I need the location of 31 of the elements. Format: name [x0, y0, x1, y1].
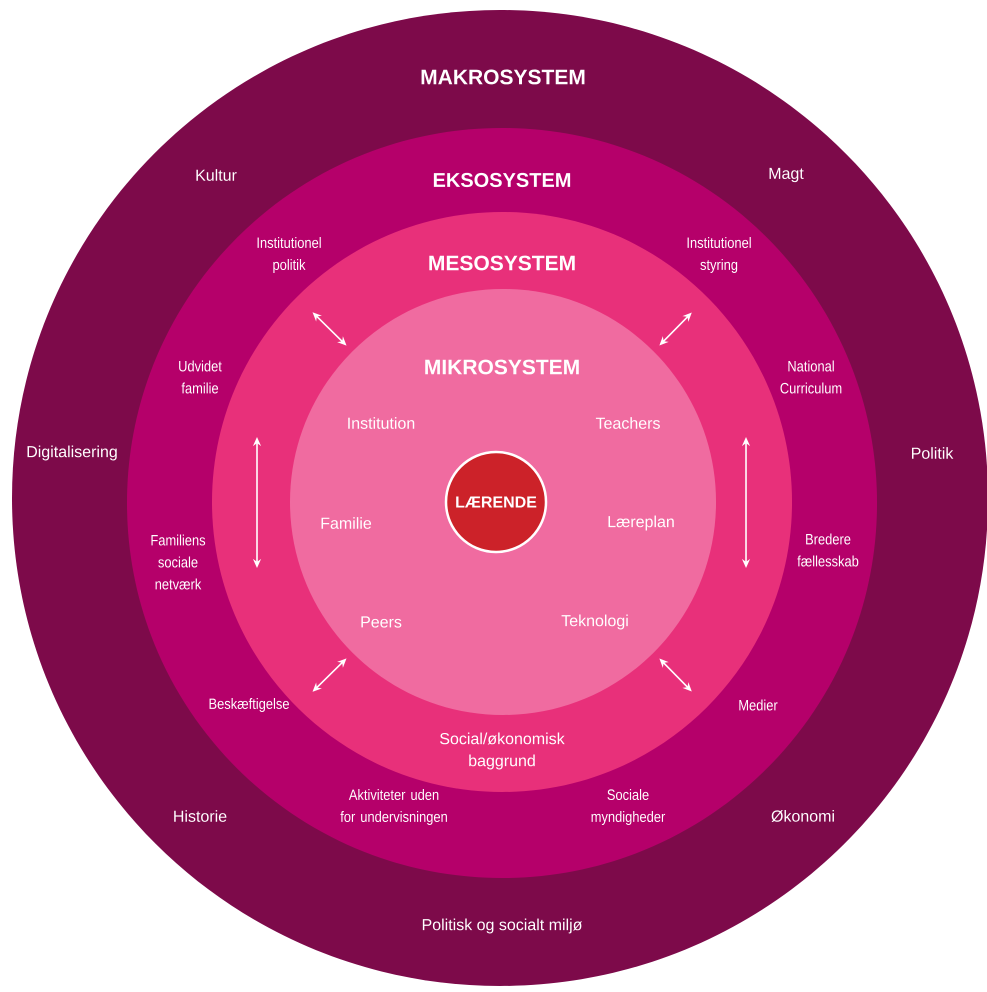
factor-label: Peers: [361, 616, 402, 628]
factor-label: Medier: [739, 700, 778, 710]
factor-label: Teknologi: [562, 614, 628, 630]
factor-label: Udvidet familie: [179, 360, 222, 394]
factor-label: Magt: [770, 168, 804, 182]
system-title: EKSOSYSTEM: [434, 172, 570, 188]
factor-label: Institution: [348, 417, 414, 429]
center-circle: [444, 450, 548, 554]
factor-label: Familiens sociale netværk: [151, 534, 206, 590]
factor-label: National Curriculum: [780, 360, 842, 394]
factor-label: Bredere fællesskab: [797, 534, 858, 566]
factor-label: Beskæftigelse: [210, 698, 289, 712]
factor-label: Økonomi: [772, 810, 834, 822]
system-ring: [290, 289, 716, 715]
factor-label: Social/økonomisk baggrund: [440, 732, 565, 770]
factor-label: Institutionel politik: [258, 237, 321, 273]
factor-label: Læreplan: [608, 516, 674, 530]
factor-label: Digitalisering: [28, 446, 117, 460]
factor-label: Politik: [912, 447, 954, 459]
factor-label: Teachers: [596, 417, 660, 429]
factor-label: Historie: [174, 810, 226, 822]
factor-label: Familie: [322, 517, 372, 529]
system-title: MAKROSYSTEM: [422, 70, 584, 84]
center-label: LÆRENDE: [456, 496, 536, 508]
system-title: MESOSYSTEM: [429, 256, 575, 270]
factor-label: Politisk og socialt miljø: [422, 918, 582, 934]
system-title: MIKROSYSTEM: [425, 360, 579, 374]
factor-label: Kultur: [196, 169, 237, 181]
factor-label: Sociale myndigheder: [592, 789, 666, 825]
factor-label: Aktiviteter uden for undervisningen: [340, 789, 447, 825]
factor-label: Institutionel styring: [688, 237, 751, 273]
